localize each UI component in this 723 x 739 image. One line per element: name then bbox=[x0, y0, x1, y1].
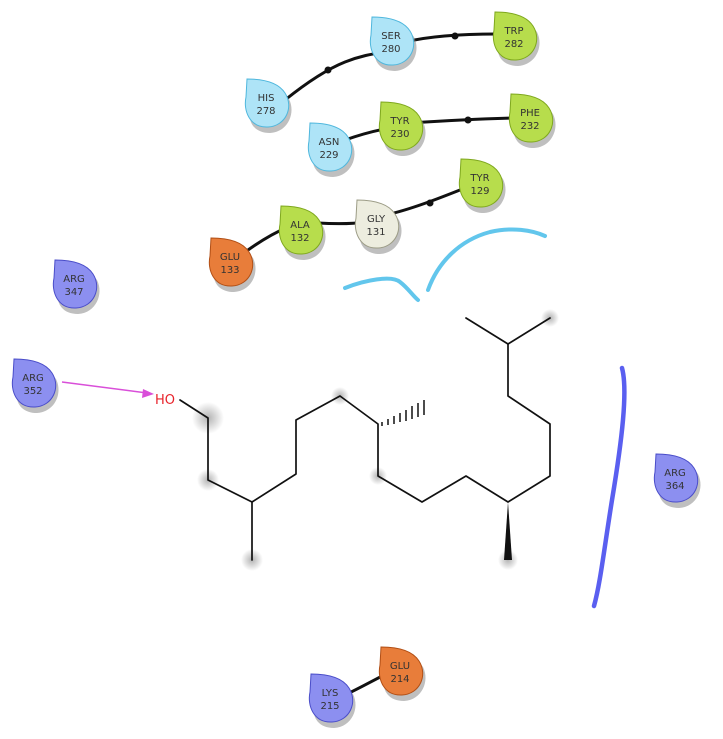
residue-name: LYS bbox=[322, 688, 339, 699]
residue-name: ARG bbox=[22, 373, 44, 384]
residue-marker bbox=[378, 101, 424, 151]
link-node bbox=[324, 66, 332, 74]
residue-gly131: GLY 131 bbox=[354, 199, 402, 254]
residue-number: 347 bbox=[64, 287, 83, 298]
pocket-curve-cyan-right bbox=[426, 227, 547, 292]
residue-marker bbox=[492, 11, 538, 61]
residue-name: GLY bbox=[367, 214, 386, 225]
residue-name: GLU bbox=[390, 661, 410, 672]
residue-marker bbox=[307, 122, 353, 172]
residues: HIS278SER280TRP282ASN229TYR230PHE232TYR1… bbox=[11, 11, 701, 728]
residue-ala132: ALA 132 bbox=[278, 205, 326, 260]
ligand-main-chain bbox=[179, 343, 551, 503]
residue-arg347: ARG 347 bbox=[52, 259, 100, 314]
residue-marker bbox=[354, 199, 400, 249]
residue-name: TYR bbox=[389, 116, 409, 127]
ligand-structure bbox=[179, 317, 551, 561]
residue-number: 352 bbox=[23, 386, 42, 397]
ligand-isopropyl-right bbox=[507, 317, 551, 345]
residue-arg352: ARG 352 bbox=[11, 358, 59, 413]
hbond-arrowhead bbox=[142, 389, 154, 398]
pocket-curve-blue bbox=[591, 365, 627, 609]
residue-name: ASN bbox=[319, 137, 340, 148]
residue-number: 131 bbox=[366, 227, 385, 238]
residue-marker bbox=[52, 259, 98, 309]
hbond-arrow bbox=[61, 381, 154, 398]
hbond-line bbox=[61, 381, 148, 394]
link-node bbox=[426, 199, 434, 207]
link-tyr230-phe232 bbox=[409, 116, 515, 125]
residue-marker bbox=[308, 673, 354, 723]
residue-marker bbox=[369, 16, 415, 66]
residue-number: 364 bbox=[665, 481, 684, 492]
residue-tyr230: TYR 230 bbox=[378, 101, 426, 156]
residue-marker bbox=[458, 158, 504, 208]
residue-name: PHE bbox=[520, 108, 540, 119]
residue-number: 232 bbox=[520, 121, 539, 132]
ligand-hashed-wedge bbox=[381, 400, 425, 426]
residue-number: 229 bbox=[319, 150, 338, 161]
residue-ser280: SER 280 bbox=[369, 16, 417, 71]
residue-lys215: LYS 215 bbox=[308, 673, 356, 728]
residue-number: 133 bbox=[220, 265, 239, 276]
residue-marker bbox=[278, 205, 324, 255]
residue-tyr129: TYR 129 bbox=[458, 158, 506, 213]
residue-number: 215 bbox=[320, 701, 339, 712]
hydroxyl-label: HO bbox=[155, 393, 175, 408]
residue-glu133: GLU 133 bbox=[208, 237, 256, 292]
residue-his278: HIS 278 bbox=[244, 78, 292, 133]
residue-marker bbox=[508, 93, 554, 143]
link-ser280-trp282 bbox=[404, 32, 498, 44]
residue-marker bbox=[244, 78, 290, 128]
residue-number: 230 bbox=[390, 129, 409, 140]
residue-marker bbox=[11, 358, 57, 408]
residue-number: 282 bbox=[504, 39, 523, 50]
residue-name: ARG bbox=[63, 274, 85, 285]
link-node bbox=[464, 116, 472, 124]
residue-name: ALA bbox=[290, 220, 310, 231]
solvent-exposure-halos bbox=[192, 309, 559, 571]
residue-number: 132 bbox=[290, 233, 309, 244]
residue-phe232: PHE 232 bbox=[508, 93, 556, 148]
residue-asn229: ASN 229 bbox=[307, 122, 355, 177]
residue-marker bbox=[653, 453, 699, 503]
residue-number: 278 bbox=[256, 106, 275, 117]
residue-name: HIS bbox=[258, 93, 275, 104]
residue-name: TYR bbox=[469, 173, 489, 184]
pocket-outline bbox=[343, 227, 627, 609]
ligand-solid-wedge bbox=[504, 502, 512, 560]
residue-name: ARG bbox=[664, 468, 686, 479]
residue-number: 129 bbox=[470, 186, 489, 197]
residue-number: 214 bbox=[390, 674, 409, 685]
residue-marker bbox=[378, 646, 424, 696]
pocket-curve-cyan-left bbox=[343, 276, 420, 302]
ligand-isopropyl-left bbox=[465, 317, 509, 345]
residue-marker bbox=[208, 237, 254, 287]
residue-name: SER bbox=[381, 31, 401, 42]
residue-trp282: TRP 282 bbox=[492, 11, 540, 66]
residue-number: 280 bbox=[381, 44, 400, 55]
residue-glu214: GLU 214 bbox=[378, 646, 426, 701]
link-his278-ser280 bbox=[284, 50, 385, 102]
residue-name: TRP bbox=[503, 26, 523, 37]
link-node bbox=[451, 32, 459, 40]
residue-name: GLU bbox=[220, 252, 240, 263]
residue-arg364: ARG 364 bbox=[653, 453, 701, 508]
